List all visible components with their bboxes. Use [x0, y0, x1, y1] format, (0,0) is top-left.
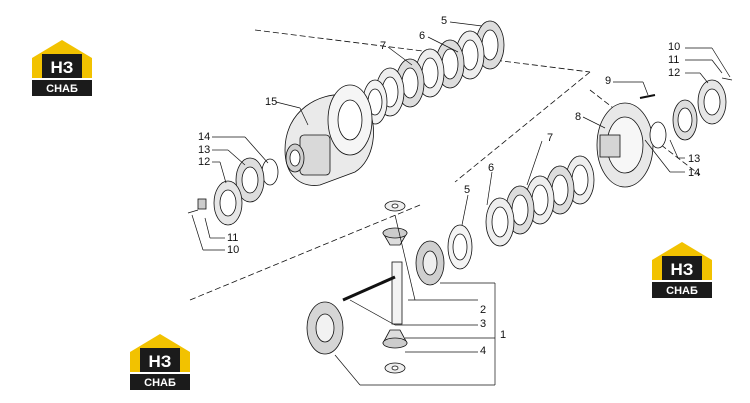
callout-1: 1	[500, 329, 507, 341]
brand-logo-mark: НЗ	[671, 260, 694, 279]
brand-logo: НЗ СНАБ	[650, 240, 714, 305]
brand-logo-word: СНАБ	[46, 83, 78, 95]
brand-logo: НЗ СНАБ	[128, 332, 192, 397]
callout-13-left: 13	[198, 144, 211, 156]
brand-logo: НЗ СНАБ	[30, 38, 94, 103]
callout-6-lower: 6	[488, 162, 495, 174]
left-bearing-group	[187, 157, 279, 226]
callout-10-left: 10	[227, 244, 240, 256]
gear-set	[306, 200, 445, 374]
brand-logo-mark: НЗ	[51, 58, 74, 77]
differential-case	[284, 84, 374, 186]
callout-8: 8	[575, 111, 582, 123]
callout-11-right: 11	[668, 54, 680, 66]
assembly-axis-lines	[189, 29, 701, 301]
callout-11-left: 11	[227, 232, 239, 244]
callout-2: 2	[480, 304, 487, 316]
upper-clutch-pack	[362, 20, 505, 125]
lower-clutch-pack	[447, 155, 595, 270]
callout-12-right: 12	[668, 67, 681, 79]
callout-9: 9	[605, 75, 612, 87]
callout-4: 4	[480, 345, 487, 357]
brand-logo-word: СНАБ	[666, 285, 698, 297]
callout-13-right: 13	[688, 153, 701, 165]
callout-14-right: 14	[688, 167, 701, 179]
right-housing	[596, 77, 733, 188]
callout-3: 3	[480, 318, 487, 330]
callout-12-left: 12	[198, 156, 211, 168]
callout-15: 15	[265, 96, 278, 108]
callout-7-top: 7	[380, 40, 387, 52]
callout-6-top: 6	[419, 30, 426, 42]
callout-14-left: 14	[198, 131, 211, 143]
callout-5-lower: 5	[464, 184, 471, 196]
callout-7-lower: 7	[547, 132, 554, 144]
brand-logo-mark: НЗ	[149, 352, 172, 371]
callout-10-right: 10	[668, 41, 681, 53]
leader-lines	[191, 21, 731, 386]
callout-5-top: 5	[441, 15, 448, 27]
brand-logo-word: СНАБ	[144, 377, 176, 389]
